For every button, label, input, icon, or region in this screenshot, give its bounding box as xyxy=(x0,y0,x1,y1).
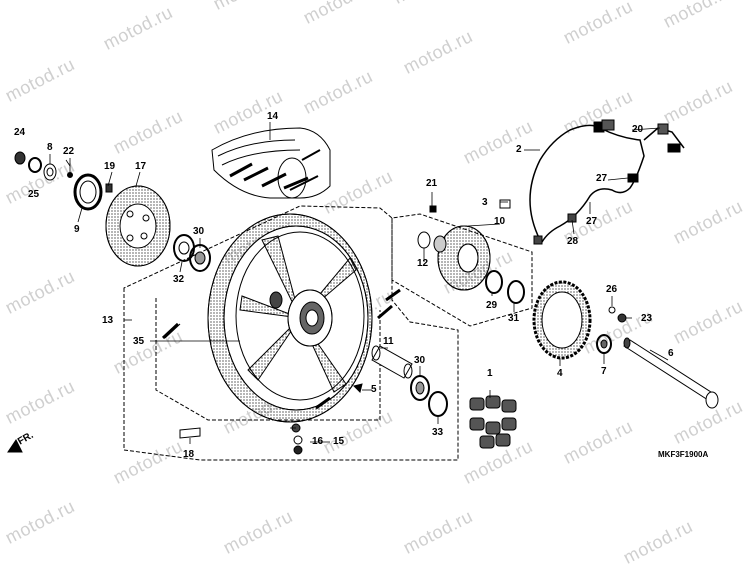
group-outline-hub xyxy=(391,213,533,327)
part-label-8: 8 xyxy=(47,142,53,153)
leader-lines xyxy=(49,122,669,444)
part-label-26: 26 xyxy=(606,284,618,295)
group-outline-wheel xyxy=(123,205,459,461)
part-label-1: 1 xyxy=(487,368,493,379)
part-label-33: 33 xyxy=(432,427,444,438)
part-label-2: 2 xyxy=(516,144,522,155)
part-label-11: 11 xyxy=(383,336,394,347)
part-label-16: 16 xyxy=(312,436,324,447)
part-label-25: 25 xyxy=(28,189,40,200)
part-label-31: 31 xyxy=(508,313,520,324)
part-label-13: 13 xyxy=(102,315,114,326)
valve xyxy=(291,423,303,455)
washer xyxy=(608,306,616,314)
part-label-5: 5 xyxy=(371,384,377,395)
diagram-code: MKF3F1900A xyxy=(658,450,709,459)
part-label-23: 23 xyxy=(641,313,653,324)
front-arrow xyxy=(7,439,23,453)
part-label-20: 20 xyxy=(632,124,644,135)
clip xyxy=(353,383,363,393)
part-label-17: 17 xyxy=(135,161,147,172)
part-label-3: 3 xyxy=(482,197,488,208)
axle xyxy=(623,337,719,409)
spacer-tube xyxy=(371,345,413,379)
driven-flange xyxy=(417,205,491,291)
tire xyxy=(211,127,331,199)
brake-disc xyxy=(105,185,171,267)
part-label-29: 29 xyxy=(486,300,498,311)
sensor-wire xyxy=(499,119,685,245)
right-bearings xyxy=(410,375,448,417)
part-label-30a: 30 xyxy=(193,226,205,237)
hub-bearings xyxy=(485,270,525,304)
damper-rubbers xyxy=(469,395,517,449)
part-label-35: 35 xyxy=(133,336,145,347)
part-label-28: 28 xyxy=(567,236,579,247)
part-label-14: 14 xyxy=(267,111,279,122)
part-label-15: 15 xyxy=(333,436,345,447)
part-label-6: 6 xyxy=(668,348,674,359)
balance-weight xyxy=(179,427,201,439)
part-label-22: 22 xyxy=(63,146,75,157)
left-bearings xyxy=(173,234,211,272)
part-label-27b: 27 xyxy=(586,216,598,227)
axle-nut xyxy=(596,334,612,354)
part-label-24: 24 xyxy=(14,127,26,138)
part-label-19: 19 xyxy=(104,161,116,172)
part-label-10: 10 xyxy=(494,216,506,227)
wheel-rim xyxy=(161,213,401,423)
part-label-18: 18 xyxy=(183,449,195,460)
part-label-12: 12 xyxy=(417,258,429,269)
part-label-4: 4 xyxy=(557,368,563,379)
part-label-32: 32 xyxy=(173,274,185,285)
part-label-21: 21 xyxy=(426,178,438,189)
inner-outline-wheel xyxy=(155,298,381,421)
sprocket xyxy=(532,280,592,360)
part-label-27a: 27 xyxy=(596,173,608,184)
left-washers xyxy=(14,151,113,211)
small-nut xyxy=(617,313,627,323)
part-label-7: 7 xyxy=(601,366,607,377)
part-label-30b: 30 xyxy=(414,355,426,366)
part-label-9: 9 xyxy=(74,224,80,235)
